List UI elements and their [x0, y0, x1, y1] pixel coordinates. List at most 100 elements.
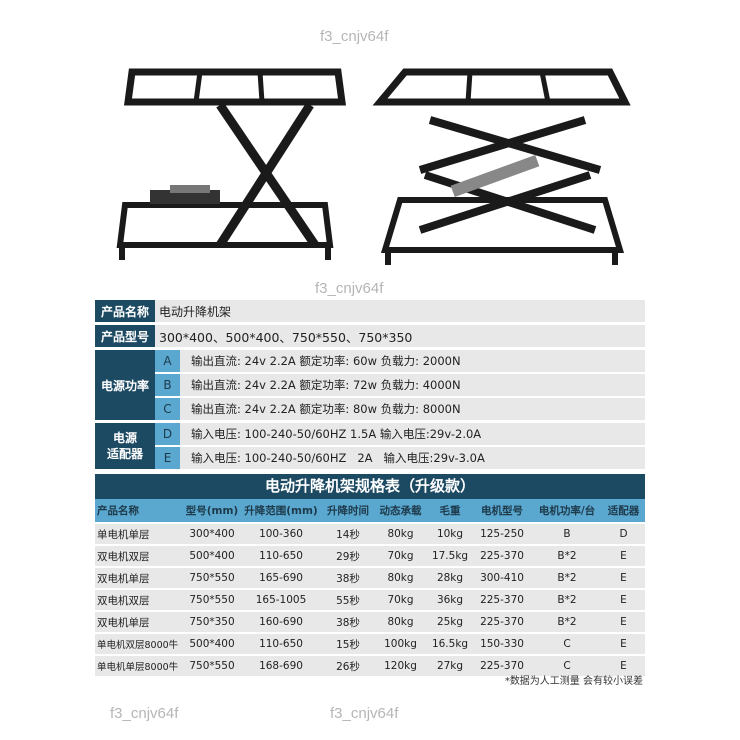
column-header: 电机型号	[481, 505, 523, 517]
table-cell: C	[563, 660, 571, 672]
double-layer-lift-photo	[372, 68, 631, 265]
table-row: 双电机双层 500*400 110-650 29秒 70kg 17.5kg 225-370 B…	[95, 546, 645, 566]
table-cell: 双电机双层	[97, 550, 150, 563]
table-cell: 29秒	[336, 550, 360, 563]
footnote: *数据为人工测量 会有较小误差	[504, 676, 643, 687]
column-header: 适配器	[607, 505, 640, 517]
table-cell: 36kg	[436, 594, 464, 606]
table-cell: B*2	[557, 550, 577, 562]
table-cell: 55秒	[336, 594, 360, 607]
table-cell: 100kg	[384, 638, 417, 650]
table-cell: 38秒	[336, 616, 360, 629]
table-cell: 500*400	[189, 550, 235, 562]
watermark: f3_cnjv64f	[330, 705, 399, 722]
column-header: 型号(mm)	[185, 505, 239, 517]
value: 输出直流: 24v 2.2A 额定功率: 60w 负载力: 2000N	[180, 350, 645, 372]
table-cell: 70kg	[387, 550, 414, 562]
letter: B	[155, 374, 180, 396]
table-cell: 80kg	[387, 528, 414, 540]
table-cell: 110-650	[259, 550, 303, 562]
value: 输入电压: 100-240-50/60HZ 2A 输入电压:29v-3.0A	[180, 447, 645, 469]
table-title: 电动升降机架规格表（升级款）	[95, 474, 645, 499]
table-cell: 双电机双层	[97, 594, 150, 607]
table-row: 双电机双层 750*550 165-1005 55秒 70kg 36kg 225-370 B*…	[95, 590, 645, 610]
table-cell: E	[620, 616, 627, 628]
table-row: 单电机双层8000牛 500*400 110-650 15秒 100kg 16.5kg 15…	[95, 634, 645, 654]
spec-sheet-table: 电动升降机架规格表（升级款） 产品名称型号(mm)升降范围(mm)升降时间动态承…	[95, 474, 645, 676]
column-header: 产品名称	[97, 505, 139, 517]
table-cell: 17.5kg	[431, 550, 469, 562]
label: 电源适配器	[95, 423, 155, 469]
table-cell: E	[620, 594, 627, 606]
table-cell: E	[620, 638, 627, 650]
table-cell: 10kg	[436, 528, 464, 540]
table-cell: 750*550	[189, 572, 235, 584]
table-cell: 80kg	[387, 572, 414, 584]
table-cell: 14秒	[336, 528, 360, 541]
column-header: 动态承载	[379, 505, 422, 517]
label: 产品名称	[95, 300, 155, 322]
value: 300*400、500*400、750*550、750*350	[155, 325, 645, 347]
value: 输出直流: 24v 2.2A 额定功率: 72w 负载力: 4000N	[180, 374, 645, 396]
table-cell: 300*400	[189, 528, 235, 540]
label: 电源功率	[95, 350, 155, 420]
watermark: f3_cnjv64f	[110, 705, 179, 722]
table-cell: 15秒	[336, 638, 360, 651]
product-model-row: 产品型号 300*400、500*400、750*550、750*350	[95, 325, 645, 347]
table-cell: 16.5kg	[431, 638, 469, 650]
table-cell: 225-370	[480, 660, 524, 672]
table-cell: E	[620, 660, 627, 672]
table-cell: 150-330	[480, 638, 524, 650]
table-cell: 300-410	[480, 572, 524, 584]
column-header: 毛重	[439, 505, 461, 517]
table-cell: E	[620, 572, 627, 584]
table-cell: 100-360	[259, 528, 303, 540]
table-cell: B*2	[557, 594, 577, 606]
column-header: 升降范围(mm)	[244, 505, 318, 517]
table-cell: 单电机单层8000牛	[97, 662, 179, 673]
table-cell: 750*550	[189, 660, 235, 672]
table-cell: 110-650	[259, 638, 303, 650]
table-cell: E	[620, 550, 627, 562]
watermark: f3_cnjv64f	[320, 28, 389, 45]
table-cell: 500*400	[189, 638, 235, 650]
letter: E	[155, 447, 180, 469]
table-cell: 165-690	[259, 572, 303, 584]
table-cell: 165-1005	[255, 594, 307, 606]
table-cell: 80kg	[387, 616, 414, 628]
table-cell: 750*550	[189, 594, 235, 606]
table-cell: 125-250	[480, 528, 524, 540]
label-line: 电源	[112, 431, 137, 445]
table-cell: 225-370	[480, 594, 524, 606]
single-layer-lift-photo	[116, 68, 346, 260]
table-header: 产品名称型号(mm)升降范围(mm)升降时间动态承载毛重电机型号电机功率/台适配…	[95, 499, 645, 522]
table-cell: 单电机双层8000牛	[97, 640, 179, 651]
product-name-row: 产品名称 电动升降机架	[95, 300, 645, 322]
watermark: f3_cnjv64f	[315, 280, 384, 297]
table-cell: B	[563, 528, 571, 540]
table-cell: 27kg	[436, 660, 464, 672]
table-cell: B*2	[557, 616, 577, 628]
spec-table: 产品名称 电动升降机架 产品型号 300*400、500*400、750*550…	[95, 300, 645, 472]
table-cell: 750*350	[189, 616, 235, 628]
table-cell: 120kg	[384, 660, 417, 672]
table-cell: 38秒	[336, 572, 360, 585]
label: 产品型号	[95, 325, 155, 347]
table-cell: 双电机单层	[97, 616, 150, 629]
value: 电动升降机架	[155, 300, 645, 322]
letter: A	[155, 350, 180, 372]
table-cell: 225-370	[480, 550, 524, 562]
value: 输出直流: 24v 2.2A 额定功率: 80w 负载力: 8000N	[180, 398, 645, 420]
table-cell: 28kg	[436, 572, 464, 584]
table-cell: D	[619, 528, 628, 540]
table-cell: 70kg	[387, 594, 414, 606]
